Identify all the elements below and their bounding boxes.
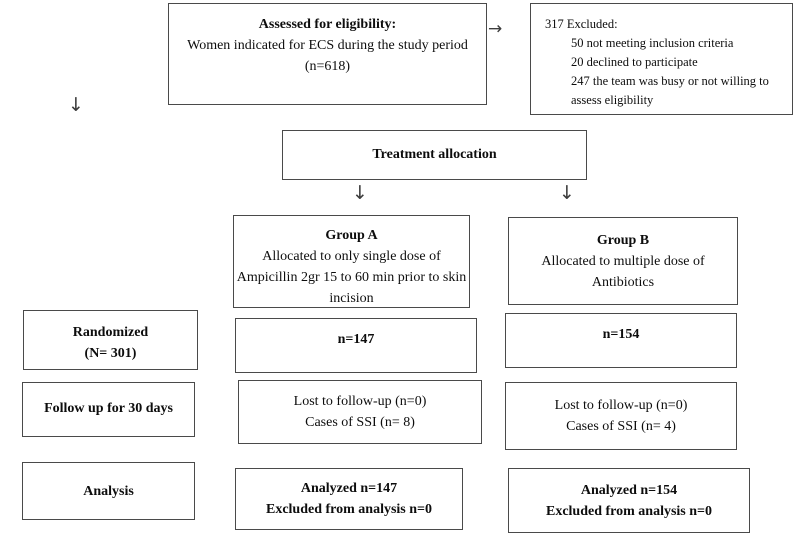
assessed-eligibility-box: Assessed for eligibility: Women indicate… <box>168 3 487 105</box>
excluded-reason: 20 declined to participate <box>571 55 698 69</box>
group-a-ssi-line: Cases of SSI (n= 8) <box>305 415 415 430</box>
group-a-analyzed-line: Analyzed n=147 <box>300 481 398 496</box>
arrow-down-icon: ↓ <box>559 182 575 204</box>
group-b-ssi-line: Cases of SSI (n= 4) <box>566 419 676 434</box>
group-a-analysis-box: Analyzed n=147 Excluded from analysis n=… <box>235 468 463 530</box>
group-b-lost-line: Lost to follow-up (n=0) <box>554 398 688 413</box>
group-b-body: Allocated to multiple dose of Antibiotic… <box>541 254 705 290</box>
group-a-body: Allocated to only single dose of Ampicil… <box>236 249 467 306</box>
treatment-allocation-box: Treatment allocation <box>282 130 587 180</box>
excluded-header: 317 Excluded: <box>545 17 618 31</box>
group-a-n-value: n=147 <box>337 332 375 347</box>
arrow-down-icon: ↓ <box>68 94 84 116</box>
excluded-reason: 247 the team was busy or not willing to … <box>571 74 769 107</box>
group-a-lost-line: Lost to follow-up (n=0) <box>293 394 427 409</box>
followup-label: Follow up for 30 days <box>44 401 173 416</box>
group-a-n-box: n=147 <box>235 318 477 373</box>
group-b-analyzed-line: Analyzed n=154 <box>580 483 678 498</box>
group-a-title: Group A <box>325 228 378 243</box>
analysis-stage-box: Analysis <box>22 462 195 520</box>
group-b-followup-box: Lost to follow-up (n=0) Cases of SSI (n=… <box>505 382 737 450</box>
arrow-down-icon: ↓ <box>352 182 368 204</box>
arrow-right-icon: → <box>488 19 503 39</box>
group-b-analysis-box: Analyzed n=154 Excluded from analysis n=… <box>508 468 750 533</box>
randomized-stage-box: Randomized (N= 301) <box>23 310 198 370</box>
group-a-excluded-line: Excluded from analysis n=0 <box>265 502 433 517</box>
assessed-body: Women indicated for ECS during the study… <box>187 38 468 74</box>
group-a-followup-box: Lost to follow-up (n=0) Cases of SSI (n=… <box>238 380 482 444</box>
assessed-title: Assessed for eligibility: <box>258 17 397 32</box>
followup-stage-box: Follow up for 30 days <box>22 382 195 437</box>
group-b-n-value: n=154 <box>602 327 640 342</box>
group-b-excluded-line: Excluded from analysis n=0 <box>545 504 713 519</box>
excluded-reason: 50 not meeting inclusion criteria <box>571 36 734 50</box>
group-b-n-box: n=154 <box>505 313 737 368</box>
analysis-label: Analysis <box>83 484 134 499</box>
randomized-count: (N= 301) <box>84 346 137 361</box>
treatment-allocation-title: Treatment allocation <box>372 147 497 162</box>
group-b-box: Group B Allocated to multiple dose of An… <box>508 217 738 305</box>
randomized-label: Randomized <box>72 325 149 340</box>
excluded-box: 317 Excluded: 50 not meeting inclusion c… <box>530 3 793 115</box>
group-b-title: Group B <box>596 233 650 248</box>
group-a-box: Group A Allocated to only single dose of… <box>233 215 470 308</box>
